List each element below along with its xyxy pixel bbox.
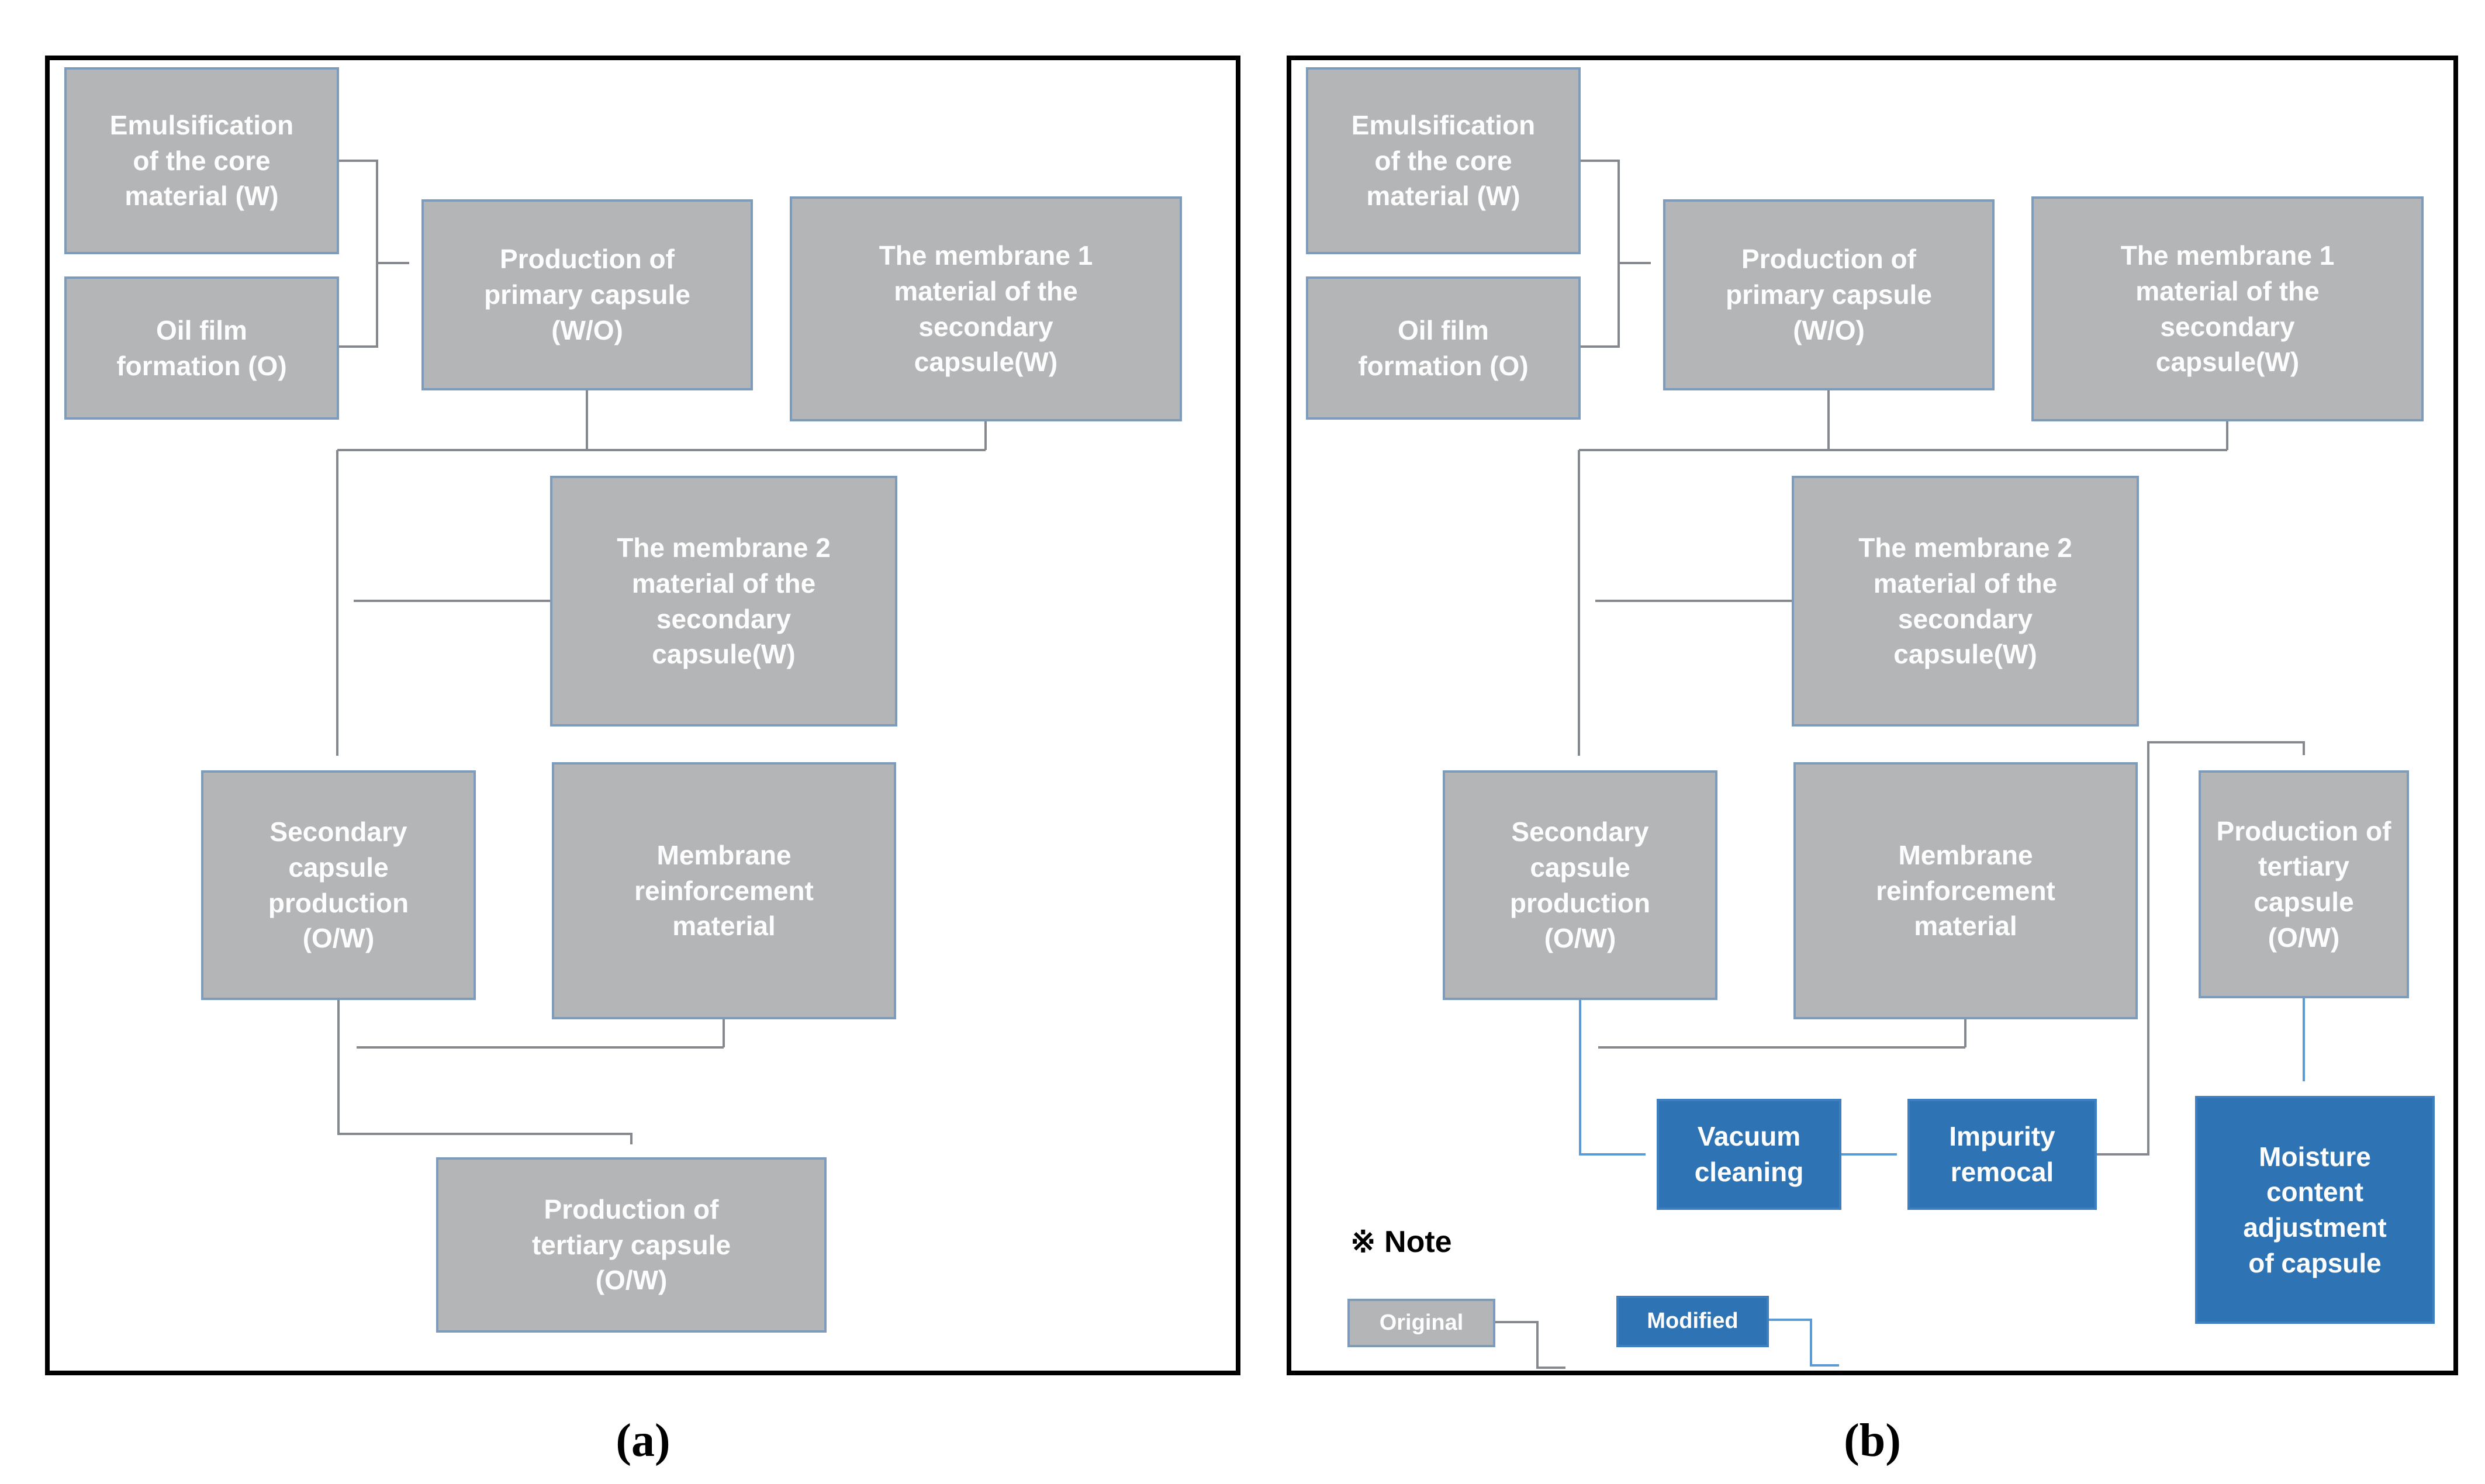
panel-b-connectors-original bbox=[1578, 160, 2305, 1156]
box-emulsification-a: Emulsification of the core material (W) bbox=[64, 67, 339, 254]
legend-modified-box: Modified bbox=[1616, 1296, 1769, 1347]
panel-a-connectors bbox=[336, 160, 987, 1144]
box-membrane-reinforcement-a: Membrane reinforcement material bbox=[552, 762, 896, 1019]
legend-note-label: ※ Note bbox=[1350, 1225, 1452, 1259]
box-membrane2-a: The membrane 2 material of the secondary… bbox=[550, 476, 897, 727]
box-tertiary-capsule-a: Production of tertiary capsule (O/W) bbox=[436, 1157, 827, 1333]
box-membrane1-b: The membrane 1 material of the secondary… bbox=[2031, 196, 2424, 421]
box-oil-film-a: Oil film formation (O) bbox=[64, 276, 339, 420]
box-moisture-adjustment: Moisture content adjustment of capsule bbox=[2195, 1096, 2435, 1324]
box-secondary-capsule-a: Secondary capsule production (O/W) bbox=[201, 770, 476, 1000]
box-membrane1-a: The membrane 1 material of the secondary… bbox=[790, 196, 1182, 421]
box-vacuum-cleaning: Vacuum cleaning bbox=[1657, 1099, 1841, 1210]
box-impurity-removal: Impurity remocal bbox=[1907, 1099, 2097, 1210]
box-primary-capsule-b: Production of primary capsule (W/O) bbox=[1663, 199, 1995, 390]
box-membrane2-b: The membrane 2 material of the secondary… bbox=[1792, 476, 2139, 727]
box-secondary-capsule-b: Secondary capsule production (O/W) bbox=[1443, 770, 1717, 1000]
legend-connectors bbox=[1495, 1319, 1839, 1369]
panel-a-caption: (a) bbox=[616, 1415, 670, 1466]
box-membrane-reinforcement-b: Membrane reinforcement material bbox=[1793, 762, 2138, 1019]
box-oil-film-b: Oil film formation (O) bbox=[1306, 276, 1581, 420]
panel-b-caption: (b) bbox=[1844, 1415, 1901, 1466]
panel-b-connectors-modified bbox=[1579, 998, 2305, 1156]
box-primary-capsule-a: Production of primary capsule (W/O) bbox=[421, 199, 753, 390]
legend-original-box: Original bbox=[1347, 1299, 1495, 1347]
box-tertiary-capsule-b: Production of tertiary capsule (O/W) bbox=[2199, 770, 2409, 998]
box-emulsification-b: Emulsification of the core material (W) bbox=[1306, 67, 1581, 254]
